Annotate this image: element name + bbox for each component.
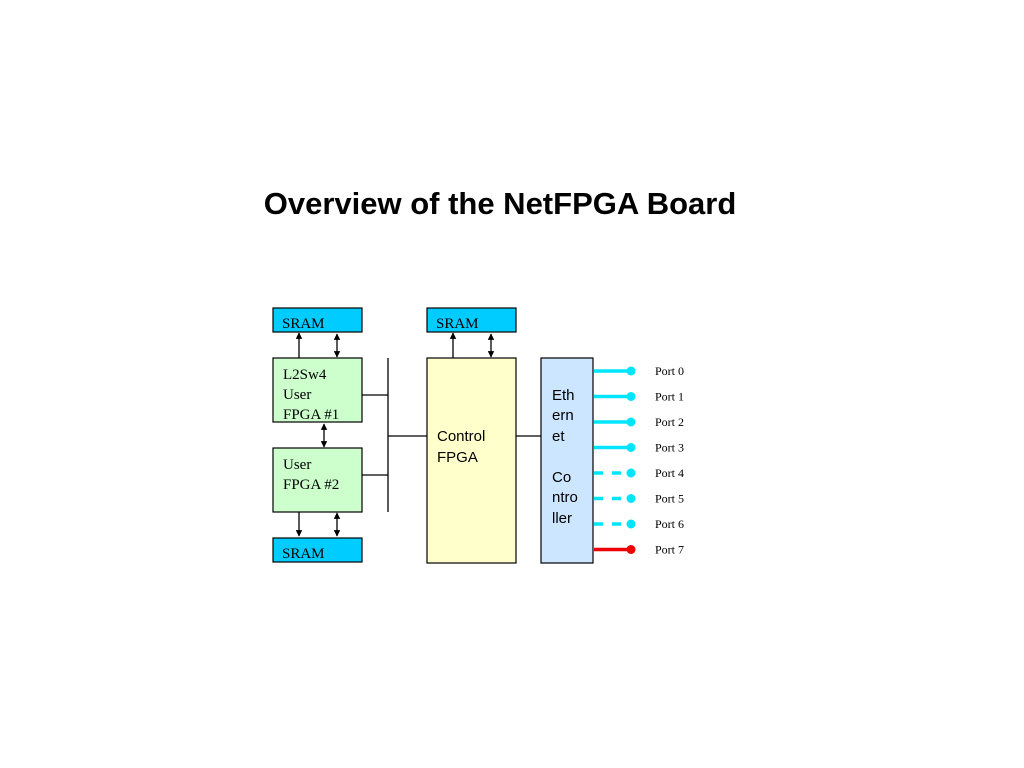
- sram-bottom: SRAM: [272, 537, 363, 563]
- port-label-5: Port 5: [655, 492, 684, 506]
- sram-top-center-label: SRAM: [436, 316, 479, 332]
- user-fpga-1-line-1: L2Sw4: [283, 367, 327, 383]
- ethernet-controller: Eth ern et Co ntro ller: [540, 357, 594, 564]
- port-dot-2: [626, 417, 636, 427]
- user-fpga-1-line-3: FPGA #1: [283, 407, 339, 423]
- port-label-7: Port 7: [655, 543, 684, 557]
- ethernet-line-2: ern: [552, 407, 574, 424]
- arrows: [295, 332, 495, 537]
- port-label-2: Port 2: [655, 415, 684, 429]
- port-dot-6: [626, 519, 636, 529]
- control-fpga-line-2: FPGA: [437, 449, 478, 466]
- user-fpga-2-line-2: FPGA #2: [283, 477, 339, 493]
- user-fpga-2: User FPGA #2: [272, 447, 363, 513]
- ethernet-line-5: Co: [552, 469, 571, 486]
- ethernet-line-1: Eth: [552, 387, 575, 404]
- user-fpga-2-line-1: User: [283, 457, 311, 473]
- user-fpga-1-line-2: User: [283, 387, 311, 403]
- control-fpga-line-1: Control: [437, 428, 485, 445]
- port-dot-0: [626, 366, 636, 376]
- port-dot-7: [626, 545, 636, 554]
- port-label-0: Port 0: [655, 364, 684, 378]
- ethernet-line-3: et: [552, 428, 565, 445]
- control-fpga: Control FPGA: [426, 357, 517, 564]
- sram-top-center: SRAM: [426, 307, 517, 333]
- port-dot-3: [626, 443, 636, 452]
- ports: Port 0 Port 1 Port 2 Port 3 Port 4 Port 5 Port…: [594, 364, 684, 557]
- port-dot-5: [626, 494, 636, 503]
- user-fpga-1: L2Sw4 User FPGA #1: [272, 357, 363, 423]
- ethernet-line-6: ntro: [552, 489, 578, 506]
- ethernet-line-7: ller: [552, 510, 572, 527]
- port-label-4: Port 4: [655, 466, 684, 480]
- port-label-3: Port 3: [655, 441, 684, 455]
- page-title: Overview of the NetFPGA Board: [263, 186, 737, 221]
- bus-lines: [362, 358, 541, 512]
- sram-top-left: SRAM: [272, 307, 363, 333]
- port-label-6: Port 6: [655, 517, 684, 531]
- port-dot-1: [626, 392, 636, 401]
- port-dot-4: [626, 468, 636, 478]
- port-label-1: Port 1: [655, 390, 684, 404]
- sram-top-left-label: SRAM: [282, 316, 325, 332]
- sram-bottom-label: SRAM: [282, 546, 325, 562]
